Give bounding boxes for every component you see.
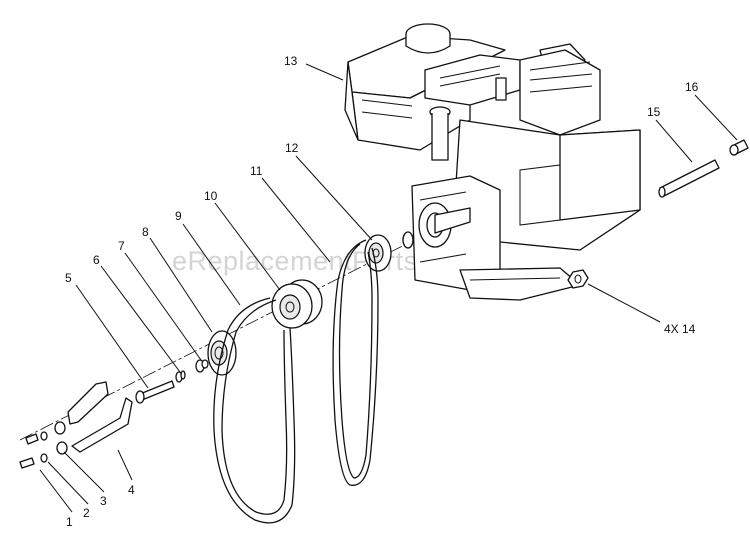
callout-7: 7	[118, 239, 125, 253]
leader-lines	[39, 63, 738, 513]
callout-6: 6	[93, 253, 100, 267]
callout-3: 3	[100, 494, 107, 508]
callout-16: 16	[685, 80, 699, 94]
callout-11: 11	[250, 164, 263, 178]
callout-9: 9	[175, 209, 182, 223]
callout-15: 15	[647, 105, 661, 119]
fastener-set	[19, 421, 68, 469]
nut-14	[567, 269, 589, 289]
nut-16	[729, 139, 749, 156]
callout-8: 8	[142, 225, 149, 239]
belt-guide-bracket	[67, 381, 133, 453]
engine-assembly	[344, 23, 641, 301]
callout-12: 12	[285, 141, 299, 155]
callout-1: 1	[66, 515, 73, 529]
callout-labels: 1 2 3 4 5 6 7 8 9 10 11 12 13 4X 14 15 1…	[65, 54, 699, 529]
pulley-12	[364, 234, 392, 272]
pulley-10	[271, 279, 323, 329]
belts	[213, 239, 379, 524]
callout-14: 4X 14	[664, 322, 696, 336]
callout-5: 5	[65, 271, 72, 285]
callout-10: 10	[204, 189, 218, 203]
pin-15	[658, 159, 720, 198]
callout-4: 4	[128, 483, 135, 497]
bolt-washer-set	[135, 359, 209, 404]
callout-13: 13	[284, 54, 298, 68]
callout-2: 2	[83, 506, 90, 520]
